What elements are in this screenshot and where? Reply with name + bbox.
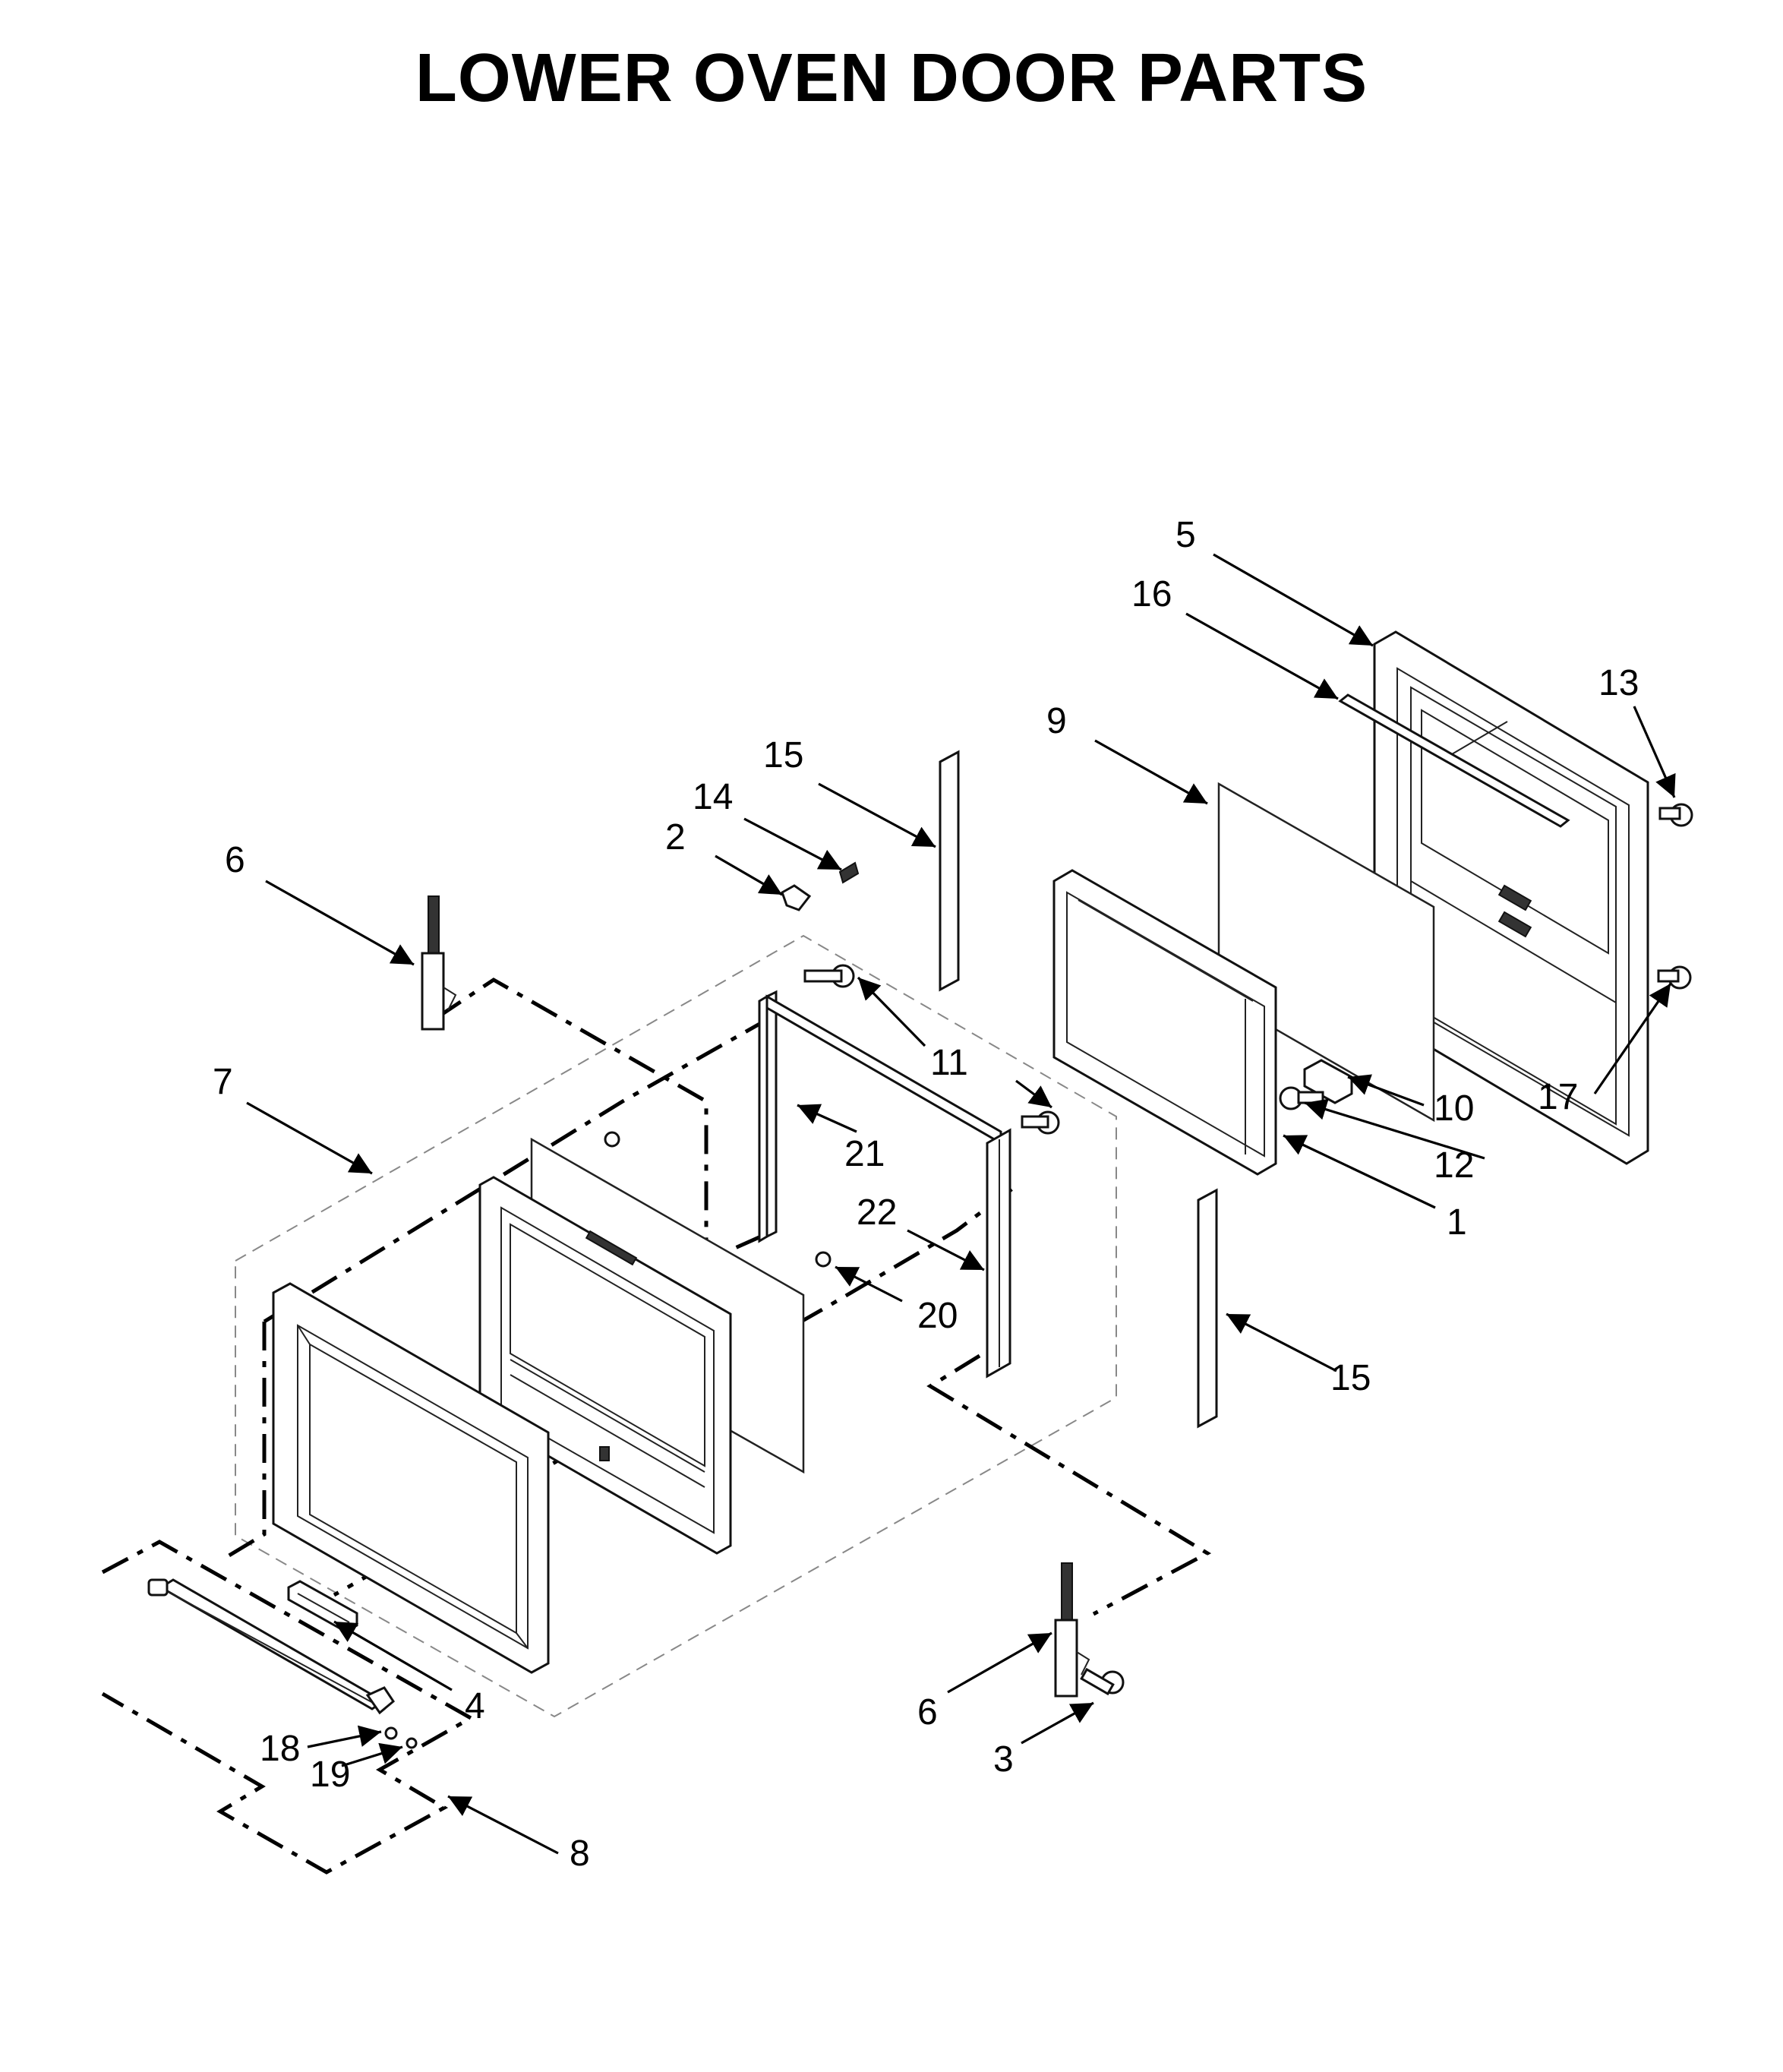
side-strip-bottom-part xyxy=(1197,1188,1218,1429)
door-handle-part xyxy=(147,1578,418,1749)
callout-2: 2 xyxy=(665,817,686,858)
door-panel-frame-part xyxy=(1052,869,1277,1176)
callout-5: 5 xyxy=(1176,515,1196,555)
clip-part-14 xyxy=(838,861,860,884)
callout-10: 10 xyxy=(1434,1088,1474,1129)
callout-19: 19 xyxy=(310,1755,350,1795)
callout-9: 9 xyxy=(1046,701,1067,741)
inner-door-frame-part xyxy=(1373,630,1649,1165)
callout-1: 1 xyxy=(1447,1202,1467,1243)
hinge-right-part xyxy=(1054,1562,1090,1698)
callout-22: 22 xyxy=(857,1192,897,1233)
callout-11: 11 xyxy=(930,1043,968,1083)
callout-12: 12 xyxy=(1434,1145,1474,1186)
callout-7: 7 xyxy=(213,1062,233,1102)
outer-door-panel-part xyxy=(272,1282,550,1674)
handle-kit-outline xyxy=(101,1540,475,1875)
screw-3 xyxy=(1080,1667,1125,1696)
handle-screw-19 xyxy=(406,1737,418,1749)
callout-3: 3 xyxy=(993,1739,1014,1780)
washer-20 xyxy=(815,1251,832,1268)
inner-door-outline xyxy=(235,934,1117,1718)
callout-14: 14 xyxy=(693,777,733,817)
callout-21: 21 xyxy=(844,1134,885,1174)
guide-line-handle-left xyxy=(222,1322,267,1561)
callout-18: 18 xyxy=(260,1729,300,1769)
page-title: LOWER OVEN DOOR PARTS xyxy=(415,40,1368,116)
callout-arrows xyxy=(246,553,1676,1855)
side-strip-top-part xyxy=(939,750,960,992)
hinge-left-part xyxy=(421,895,457,1031)
callout-4: 4 xyxy=(465,1686,485,1726)
handle-screw-18 xyxy=(384,1726,398,1740)
callout-20: 20 xyxy=(917,1296,958,1336)
callout-labels: 5 16 13 9 15 14 2 6 7 11 21 22 20 10 17 … xyxy=(213,515,1639,1874)
screw-17 xyxy=(1657,965,1692,990)
clip-part-2 xyxy=(781,884,812,911)
callout-13: 13 xyxy=(1598,663,1639,703)
callout-16: 16 xyxy=(1131,574,1172,614)
door-trim-bar-part xyxy=(1338,693,1570,828)
callout-8: 8 xyxy=(570,1834,590,1874)
callout-6-right: 6 xyxy=(917,1692,938,1732)
callout-6-left: 6 xyxy=(225,840,245,880)
nameplate-badge-part xyxy=(287,1580,358,1633)
screw-11-top xyxy=(803,964,855,988)
guide-line-top xyxy=(263,1014,775,1324)
liner-bracket-part xyxy=(758,990,1011,1379)
callout-15-top: 15 xyxy=(763,735,803,775)
screw-13 xyxy=(1658,803,1693,827)
screw-12 xyxy=(1279,1086,1324,1110)
washer-top xyxy=(604,1131,620,1148)
callout-15-bottom: 15 xyxy=(1330,1358,1371,1398)
callout-17: 17 xyxy=(1538,1077,1578,1117)
door-glass-part xyxy=(1217,782,1435,1123)
screw-11-right xyxy=(1021,1110,1060,1135)
